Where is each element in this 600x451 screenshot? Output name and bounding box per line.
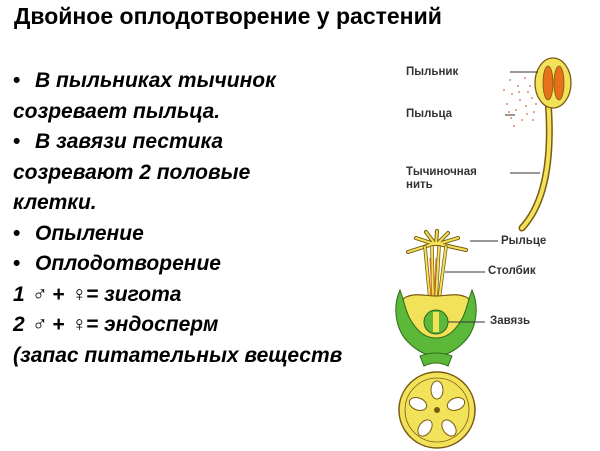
label-filament-1: Тычиночная xyxy=(406,166,477,178)
line-text: 1 ♂ + ♀= зигота xyxy=(13,282,182,306)
list-item: созревают 2 половые xyxy=(13,158,403,189)
list-item: клетки. xyxy=(13,188,403,219)
list-item: 2 ♂ + ♀= эндосперм xyxy=(13,310,403,341)
list-item: • Опыление xyxy=(13,219,403,250)
line-text: 2 ♂ + ♀= эндосперм xyxy=(13,313,219,336)
bullet-mark: • xyxy=(13,221,21,245)
line-text: В завязи пестика xyxy=(35,130,224,153)
label-anther: Пыльник xyxy=(406,66,459,78)
list-item: • Оплодотворение xyxy=(13,249,403,280)
line-text: клетки. xyxy=(13,191,97,214)
slide-title: Двойное оплодотворение у растений xyxy=(14,3,442,29)
bullet-mark: • xyxy=(13,130,21,153)
bullet-list: • В пыльниках тычинок созревает пыльца. •… xyxy=(13,66,403,371)
bullet-mark: • xyxy=(13,252,21,275)
list-item: • В завязи пестика xyxy=(13,127,403,158)
label-style: Столбик xyxy=(488,265,536,277)
line-text: В пыльниках тычинок xyxy=(35,69,276,92)
list-item: 1 ♂ + ♀= зигота xyxy=(13,280,403,311)
sepal-shape xyxy=(395,288,477,357)
bullet-mark: • xyxy=(13,69,21,92)
label-stigma: Рыльце xyxy=(501,235,547,247)
line-text: созревает пыльца. xyxy=(13,99,221,123)
list-item: • В пыльниках тычинок xyxy=(13,66,403,97)
line-text: Оплодотворение xyxy=(35,252,221,275)
line-text: Опыление xyxy=(35,221,144,245)
list-item: созревает пыльца. xyxy=(13,97,403,128)
ovary-cross-section xyxy=(398,371,476,449)
list-item: (запас питательных веществ xyxy=(13,341,403,372)
line-text: созревают 2 половые xyxy=(13,160,251,184)
pollen-dots xyxy=(503,77,537,127)
stamen-illustration xyxy=(503,57,572,232)
pistil-illustration xyxy=(395,229,498,367)
label-ovary: Завязь xyxy=(490,315,531,327)
label-pollen: Пыльца xyxy=(406,108,453,120)
line-text: (запас питательных веществ xyxy=(13,343,343,367)
label-filament-2: нить xyxy=(406,179,433,191)
